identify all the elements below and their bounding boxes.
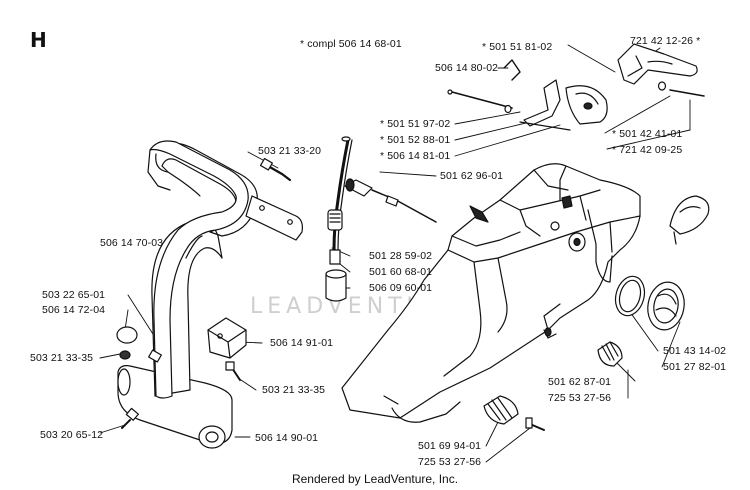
fuel-cap [614, 195, 710, 331]
screws [121, 157, 545, 431]
label-506-14-91-01: 506 14 91-01 [270, 337, 334, 349]
label-501-28-59-02: 501 28 59-02 [369, 250, 433, 262]
front-handle [117, 140, 258, 449]
label-compl: * compl 506 14 68-01 [300, 38, 402, 50]
label-721-42-12-26: 721 42 12-26 * [630, 35, 701, 47]
label-501-52-88-01: * 501 52 88-01 [380, 134, 451, 146]
section-label: H [30, 28, 47, 52]
fuel-hose [325, 136, 353, 302]
label-506-14-72-04: 506 14 72-04 [42, 304, 106, 316]
label-506-14-90-01: 506 14 90-01 [255, 432, 319, 444]
label-503-22-65-01: 503 22 65-01 [42, 289, 106, 301]
label-501-51-81-02: * 501 51 81-02 [482, 41, 553, 53]
label-506-14-70-03: 506 14 70-03 [100, 237, 164, 249]
label-506-09-60-01: 506 09 60-01 [369, 282, 433, 294]
label-503-21-33-35-right: 503 21 33-35 [262, 384, 326, 396]
label-501-69-94-01: 501 69 94-01 [418, 440, 482, 452]
front-bracket [207, 317, 247, 359]
throttle-trigger [617, 43, 705, 97]
throttle-rod [344, 178, 437, 223]
handle-bracket-plate [245, 195, 303, 241]
label-501-27-82-01: 501 27 82-01 [663, 361, 727, 373]
label-506-14-81-01: * 506 14 81-01 [380, 150, 451, 162]
label-725-53-27-56-bottom: 725 53 27-56 [418, 456, 482, 468]
label-501-62-87-01: 501 62 87-01 [548, 376, 612, 388]
knobs [483, 341, 623, 425]
choke-linkage [447, 59, 608, 131]
label-725-53-27-56-right: 725 53 27-56 [548, 392, 612, 404]
label-501-60-68-01: 501 60 68-01 [369, 266, 433, 278]
label-506-14-80-02: 506 14 80-02 [435, 62, 499, 74]
label-501-42-41-01: * 501 42 41-01 [612, 128, 683, 140]
main-housing [341, 163, 641, 423]
label-501-62-96-01: 501 62 96-01 [440, 170, 504, 182]
label-503-21-33-35-left: 503 21 33-35 [30, 352, 94, 364]
label-721-42-09-25: * 721 42 09-25 [612, 144, 683, 156]
label-501-51-97-02: * 501 51 97-02 [380, 118, 451, 130]
label-503-21-33-20: 503 21 33-20 [258, 145, 322, 157]
label-501-43-14-02: 501 43 14-02 [663, 345, 727, 357]
small-caps [116, 326, 162, 363]
label-503-20-65-12: 503 20 65-12 [40, 429, 104, 441]
footer-credit: Rendered by LeadVenture, Inc. [291, 472, 459, 486]
